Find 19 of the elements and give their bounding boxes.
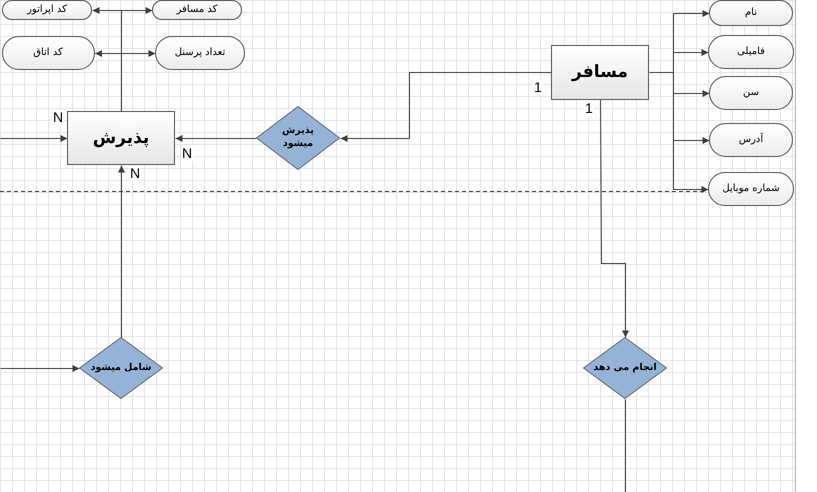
arrow xyxy=(649,72,709,193)
cardinality-label: N xyxy=(129,166,142,181)
entity-box: پذیرش xyxy=(67,111,175,165)
arrow xyxy=(121,50,156,112)
arrow xyxy=(0,365,80,372)
relationship-diamond: انجام می دهد xyxy=(583,337,667,399)
cardinality-label: 1 xyxy=(533,80,543,95)
connector-line xyxy=(625,399,626,492)
arrow xyxy=(600,100,629,338)
cardinality-label: N xyxy=(181,146,194,161)
cardinality-label: N xyxy=(52,110,64,125)
entity-box: مسافر xyxy=(551,44,649,100)
relationship-diamond: پذیرش میشود xyxy=(256,106,340,170)
arrow xyxy=(340,72,552,142)
relationship-diamond: شامل میشود xyxy=(79,337,163,399)
cardinality-label: 1 xyxy=(584,101,594,116)
arrow xyxy=(118,165,125,338)
arrow xyxy=(0,135,68,142)
arrow xyxy=(175,135,257,142)
